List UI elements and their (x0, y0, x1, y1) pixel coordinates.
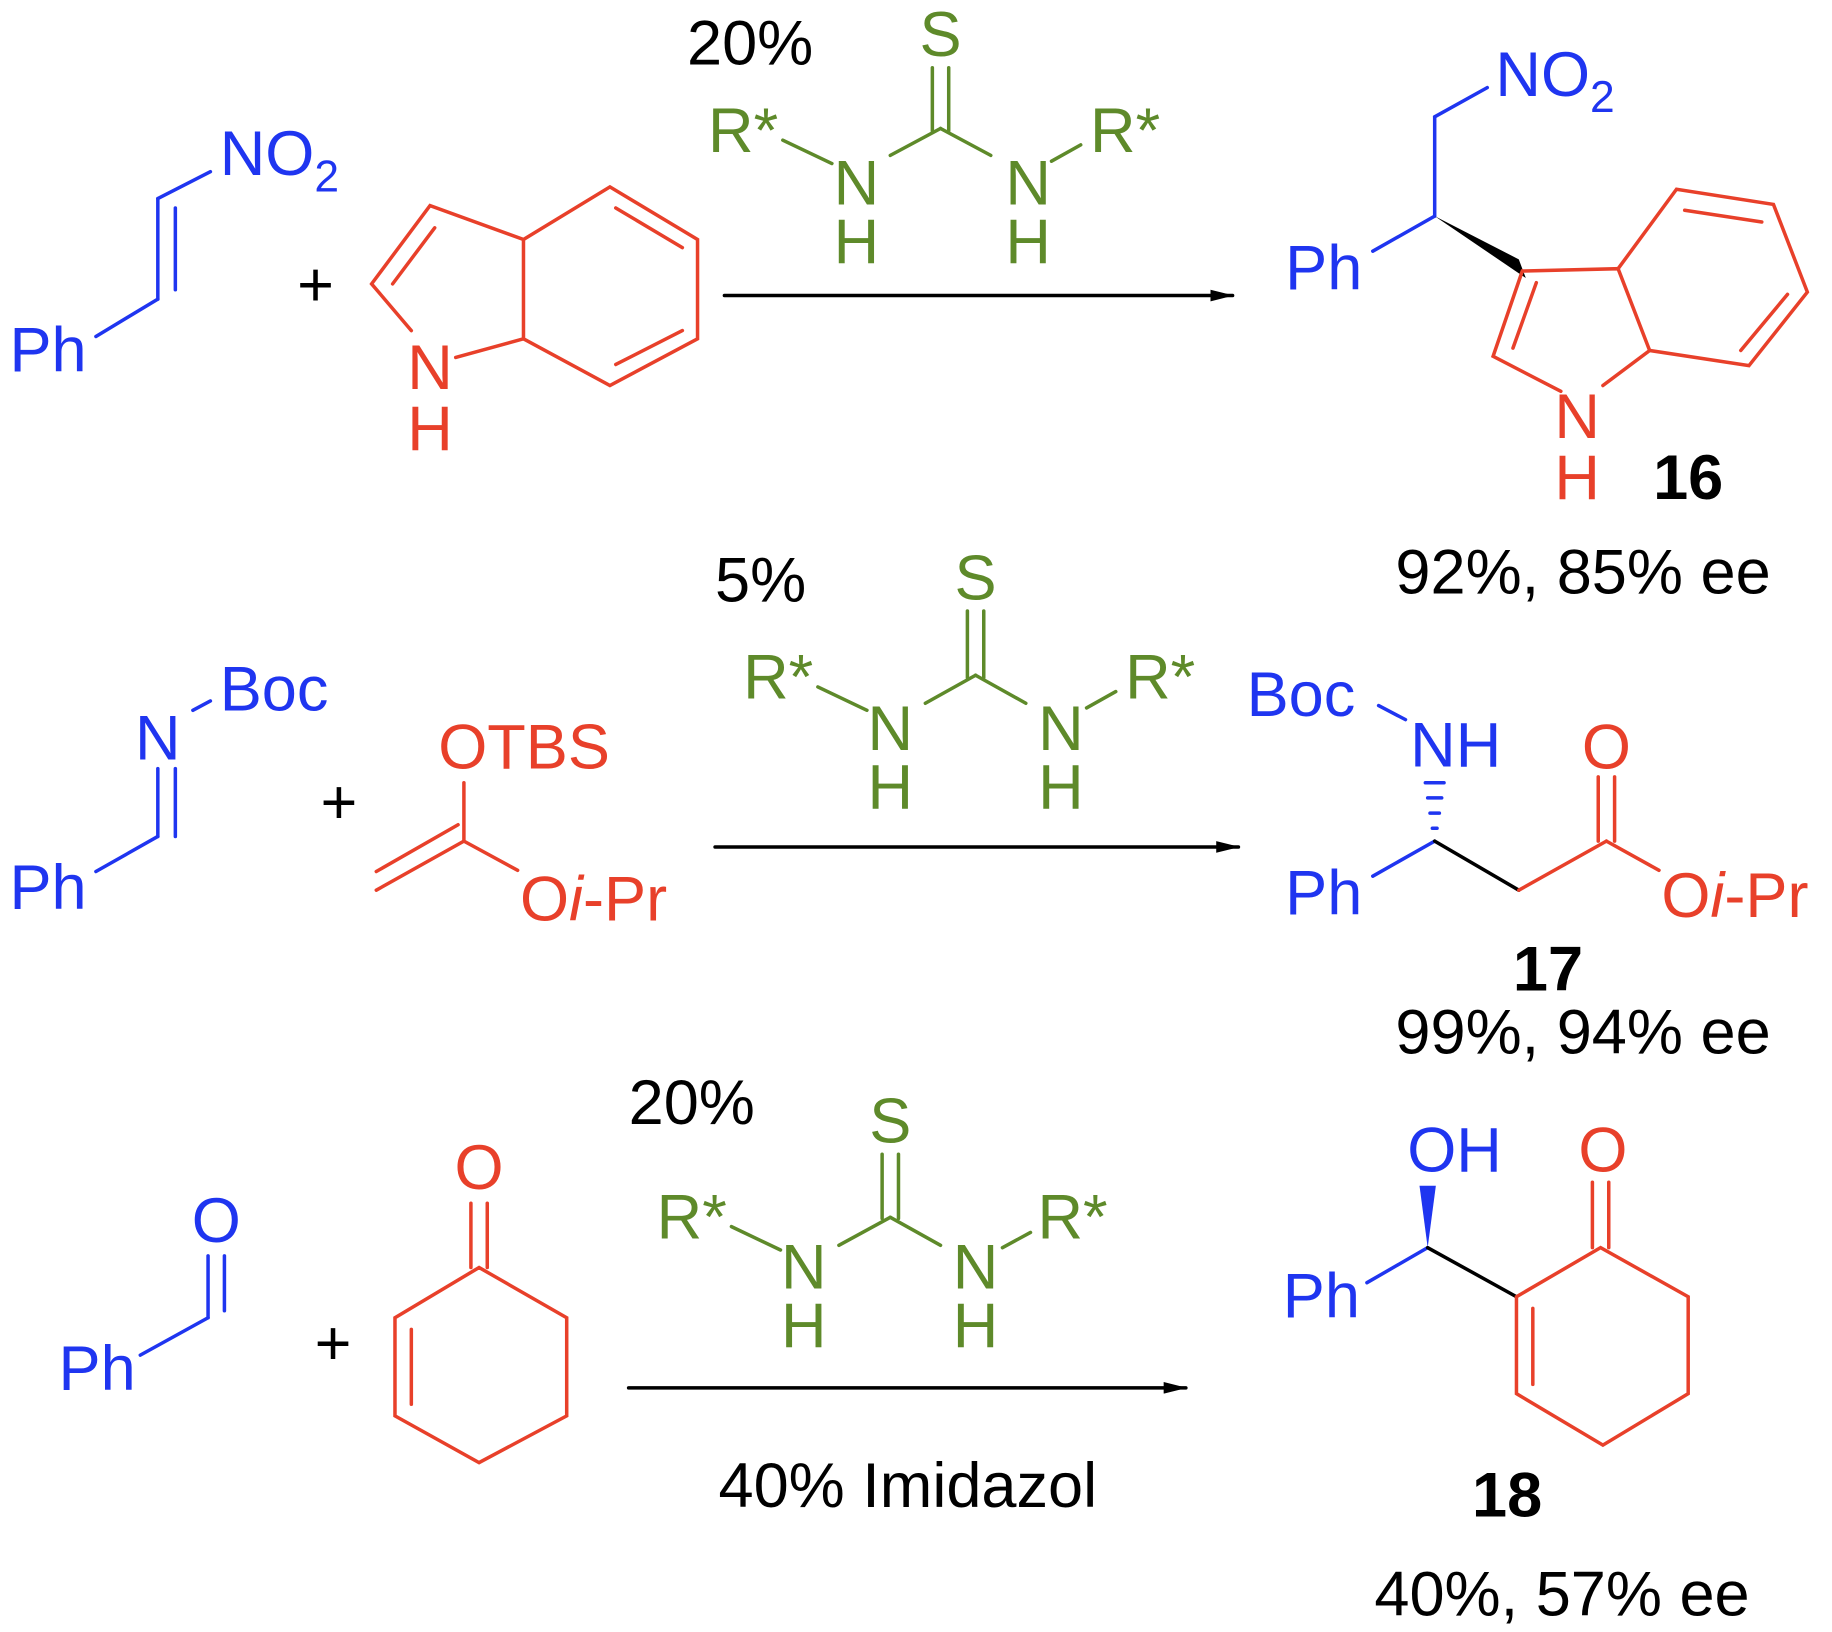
yield-ee: 40%, 57% ee (1374, 1560, 1749, 1630)
n-label: N (781, 1233, 827, 1303)
thiourea-catalyst: 20% S N H N H R* R* (687, 0, 1160, 277)
o-label: O (455, 1133, 504, 1203)
h-label: H (1038, 752, 1084, 822)
ph-label: Ph (59, 1334, 136, 1404)
nitrostyrene: Ph NO2 (9, 119, 339, 385)
reaction-2: Ph N Boc + OTBS Oi-Pr 5% S N H N H (9, 543, 1808, 1067)
ph-label: Ph (9, 315, 86, 385)
boc-label: Boc (1247, 660, 1356, 730)
cyclohexenone: O (393, 1133, 569, 1465)
h-label: H (868, 752, 914, 822)
oipr-label: Oi-Pr (520, 865, 667, 935)
product-17: Boc NH Ph O Oi-Pr 17 99%, 94% ee (1247, 660, 1809, 1068)
no2-label: NO2 (220, 119, 339, 201)
boc-label: Boc (220, 654, 329, 724)
reaction-1: Ph NO2 + N H 20% S N H N H R* (9, 0, 1810, 607)
nh-label: NH (1410, 710, 1501, 780)
r-star-label: R* (657, 1182, 727, 1252)
h-label: H (953, 1291, 999, 1361)
plus-sign: + (320, 768, 357, 838)
n-label: N (834, 148, 880, 218)
product-16: NO2 Ph N H 16 92%, 85% ee (1285, 40, 1810, 607)
compound-number: 18 (1472, 1460, 1542, 1530)
plus-sign: + (297, 250, 334, 320)
ph-label: Ph (9, 853, 86, 923)
catalyst-loading: 20% (629, 1068, 755, 1138)
r-star-label: R* (1090, 96, 1160, 166)
compound-number: 16 (1653, 443, 1723, 513)
n-label: N (1554, 382, 1600, 452)
no2-label: NO2 (1495, 40, 1614, 122)
thiourea-catalyst: 20% S N H N H R* R* (629, 1068, 1108, 1361)
yield-ee: 99%, 94% ee (1395, 998, 1770, 1068)
h-label: H (1005, 207, 1051, 277)
ph-label: Ph (1285, 234, 1362, 304)
o-label: O (1578, 1116, 1627, 1186)
compound-number: 17 (1513, 935, 1583, 1005)
additive-label: 40% Imidazol (718, 1451, 1097, 1521)
otbs-label: OTBS (438, 713, 610, 783)
yield-ee: 92%, 85% ee (1395, 537, 1770, 607)
oipr-label: Oi-Pr (1661, 861, 1808, 931)
n-label: N (1005, 148, 1051, 218)
thiourea-catalyst: 5% S N H N H R* R* (715, 543, 1195, 822)
s-label: S (919, 0, 961, 70)
indole: N H (369, 184, 700, 464)
oh-label: OH (1407, 1116, 1502, 1186)
n-boc-imine: Ph N Boc (9, 654, 328, 923)
h-label: H (781, 1291, 827, 1361)
r-star-label: R* (1037, 1182, 1107, 1252)
catalyst-loading: 5% (715, 546, 806, 616)
catalyst-loading: 20% (687, 8, 813, 78)
r-star-label: R* (708, 96, 778, 166)
o-label: O (1582, 713, 1631, 783)
benzaldehyde: O Ph (59, 1186, 241, 1404)
o-label: O (192, 1186, 241, 1256)
n-label: N (953, 1233, 999, 1303)
h-label: H (1554, 443, 1600, 513)
s-label: S (955, 543, 997, 613)
ph-label: Ph (1283, 1262, 1360, 1332)
h-label: H (407, 394, 453, 464)
ph-label: Ph (1285, 859, 1362, 929)
n-label: N (407, 333, 453, 403)
h-label: H (834, 207, 880, 277)
silyl-ketene-acetal: OTBS Oi-Pr (374, 713, 667, 935)
r-star-label: R* (743, 643, 813, 713)
r-star-label: R* (1125, 643, 1195, 713)
product-18: OH Ph O 18 40%, 57% ee (1283, 1116, 1750, 1630)
s-label: S (869, 1087, 911, 1157)
plus-sign: + (315, 1308, 352, 1378)
reaction-3: O Ph + O 20% S N H N H R* R* 40% Imidazo… (59, 1068, 1750, 1630)
n-label: N (868, 694, 914, 764)
n-label: N (1038, 694, 1084, 764)
n-label: N (135, 703, 181, 773)
